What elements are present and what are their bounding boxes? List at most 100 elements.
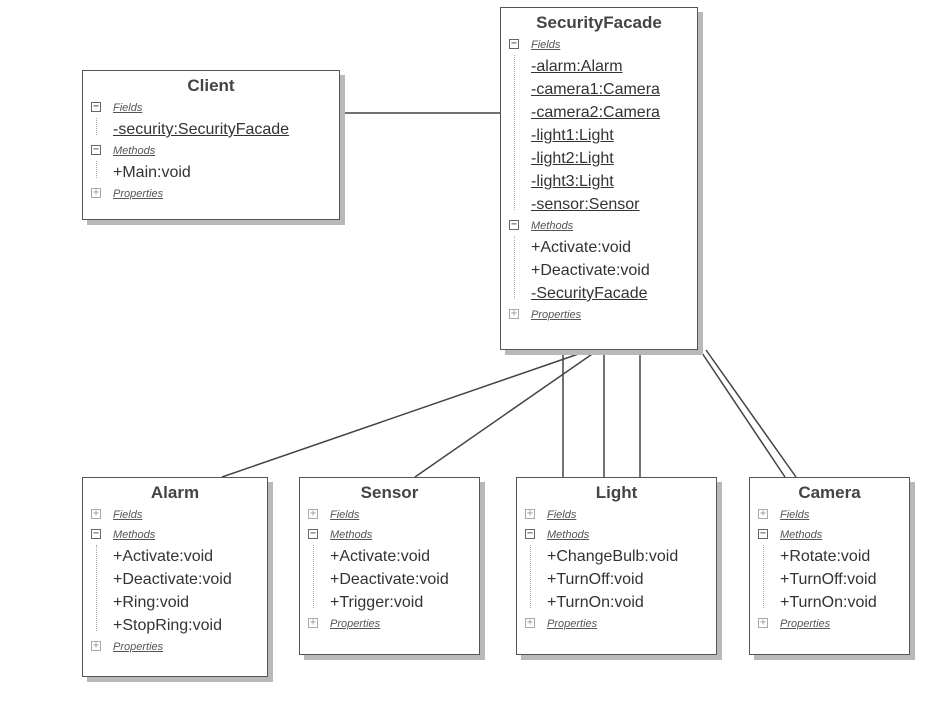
method-item[interactable]: +ChangeBulb:void [547,548,679,565]
method-item[interactable]: +Deactivate:void [531,262,650,279]
collapse-icon[interactable]: − [91,528,101,539]
class-title: SecurityFacade [536,13,662,32]
properties-label: Properties [330,618,381,630]
link-facade-camera2 [705,349,797,478]
expand-icon[interactable]: + [91,508,101,519]
fields-label: Fields [113,102,143,114]
properties-section-header[interactable]: + Properties [517,614,716,634]
method-item[interactable]: +Rotate:void [780,548,871,565]
fields-section-header[interactable]: + Fields [83,505,267,525]
method-item[interactable]: +Main:void [113,164,191,181]
expand-icon[interactable]: + [525,617,535,628]
class-title: Alarm [150,483,200,502]
fields-list: -security:SecurityFacade [83,118,339,141]
field-item[interactable]: -alarm:Alarm [531,58,623,75]
properties-label: Properties [780,618,831,630]
expand-icon[interactable]: + [91,640,101,651]
methods-list: +Activate:void +Deactivate:void -Securit… [501,236,697,305]
expand-icon[interactable]: + [509,308,519,319]
fields-section-header[interactable]: − Fields [83,98,339,118]
method-item[interactable]: +Activate:void [330,548,431,565]
expand-icon[interactable]: + [525,508,535,519]
class-alarm[interactable]: Alarm + Fields − Methods +Activate:void … [82,477,268,677]
method-item[interactable]: +Activate:void [113,548,214,565]
collapse-icon[interactable]: − [91,101,101,112]
properties-section-header[interactable]: + Properties [83,184,339,204]
methods-list: +Rotate:void +TurnOff:void +TurnOn:void [750,545,909,614]
fields-list: -alarm:Alarm -camera1:Camera -camera2:Ca… [501,55,697,216]
expand-icon[interactable]: + [308,508,318,519]
properties-section-header[interactable]: + Properties [83,637,267,657]
field-item[interactable]: -camera1:Camera [531,81,660,98]
methods-list: +Main:void [83,161,339,184]
fields-label: Fields [780,509,810,521]
methods-list: +Activate:void +Deactivate:void +Ring:vo… [83,545,267,637]
class-title: Light [595,483,638,502]
methods-list: +Activate:void +Deactivate:void +Trigger… [300,545,479,614]
field-item[interactable]: -security:SecurityFacade [113,121,290,138]
fields-label: Fields [113,509,143,521]
methods-list: +ChangeBulb:void +TurnOff:void +TurnOn:v… [517,545,716,614]
methods-section-header[interactable]: − Methods [300,525,479,545]
field-item[interactable]: -sensor:Sensor [531,196,640,213]
properties-section-header[interactable]: + Properties [501,305,697,325]
method-item[interactable]: +Deactivate:void [330,571,449,588]
field-item[interactable]: -light2:Light [531,150,614,167]
method-item[interactable]: -SecurityFacade [531,285,648,302]
fields-section-header[interactable]: + Fields [750,505,909,525]
class-client[interactable]: Client − Fields -security:SecurityFacade… [82,70,340,220]
method-item[interactable]: +TurnOff:void [780,571,877,588]
method-item[interactable]: +Ring:void [113,594,190,611]
methods-label: Methods [547,529,590,541]
fields-section-header[interactable]: − Fields [501,35,697,55]
properties-section-header[interactable]: + Properties [750,614,909,634]
properties-label: Properties [531,309,582,321]
expand-icon[interactable]: + [758,617,768,628]
class-title: Sensor [360,483,419,502]
method-item[interactable]: +Activate:void [531,239,632,256]
class-camera[interactable]: Camera + Fields − Methods +Rotate:void +… [749,477,910,655]
collapse-icon[interactable]: − [308,528,318,539]
fields-section-header[interactable]: + Fields [300,505,479,525]
methods-section-header[interactable]: − Methods [517,525,716,545]
methods-label: Methods [780,529,823,541]
fields-label: Fields [330,509,360,521]
field-item[interactable]: -camera2:Camera [531,104,660,121]
class-security-facade[interactable]: SecurityFacade − Fields -alarm:Alarm -ca… [500,7,698,350]
method-item[interactable]: +Deactivate:void [113,571,232,588]
methods-label: Methods [113,529,156,541]
expand-icon[interactable]: + [308,617,318,628]
methods-section-header[interactable]: − Methods [501,216,697,236]
link-facade-camera1 [699,349,786,478]
methods-section-header[interactable]: − Methods [83,141,339,161]
collapse-icon[interactable]: − [91,144,101,155]
link-facade-alarm [221,349,591,478]
methods-section-header[interactable]: − Methods [750,525,909,545]
methods-section-header[interactable]: − Methods [83,525,267,545]
method-item[interactable]: +Trigger:void [330,594,424,611]
class-title: Client [187,76,235,95]
fields-section-header[interactable]: + Fields [517,505,716,525]
method-item[interactable]: +TurnOff:void [547,571,644,588]
field-item[interactable]: -light3:Light [531,173,614,190]
methods-label: Methods [330,529,373,541]
methods-label: Methods [531,220,574,232]
fields-label: Fields [531,39,561,51]
class-title: Camera [798,483,861,502]
method-item[interactable]: +TurnOn:void [547,594,644,611]
collapse-icon[interactable]: − [509,219,519,230]
expand-icon[interactable]: + [91,187,101,198]
properties-label: Properties [113,188,164,200]
collapse-icon[interactable]: − [758,528,768,539]
properties-label: Properties [547,618,598,630]
link-facade-sensor [414,349,599,478]
method-item[interactable]: +TurnOn:void [780,594,877,611]
field-item[interactable]: -light1:Light [531,127,614,144]
properties-section-header[interactable]: + Properties [300,614,479,634]
collapse-icon[interactable]: − [525,528,535,539]
method-item[interactable]: +StopRing:void [113,617,222,634]
expand-icon[interactable]: + [758,508,768,519]
class-light[interactable]: Light + Fields − Methods +ChangeBulb:voi… [516,477,717,655]
class-sensor[interactable]: Sensor + Fields − Methods +Activate:void… [299,477,480,655]
collapse-icon[interactable]: − [509,38,519,49]
